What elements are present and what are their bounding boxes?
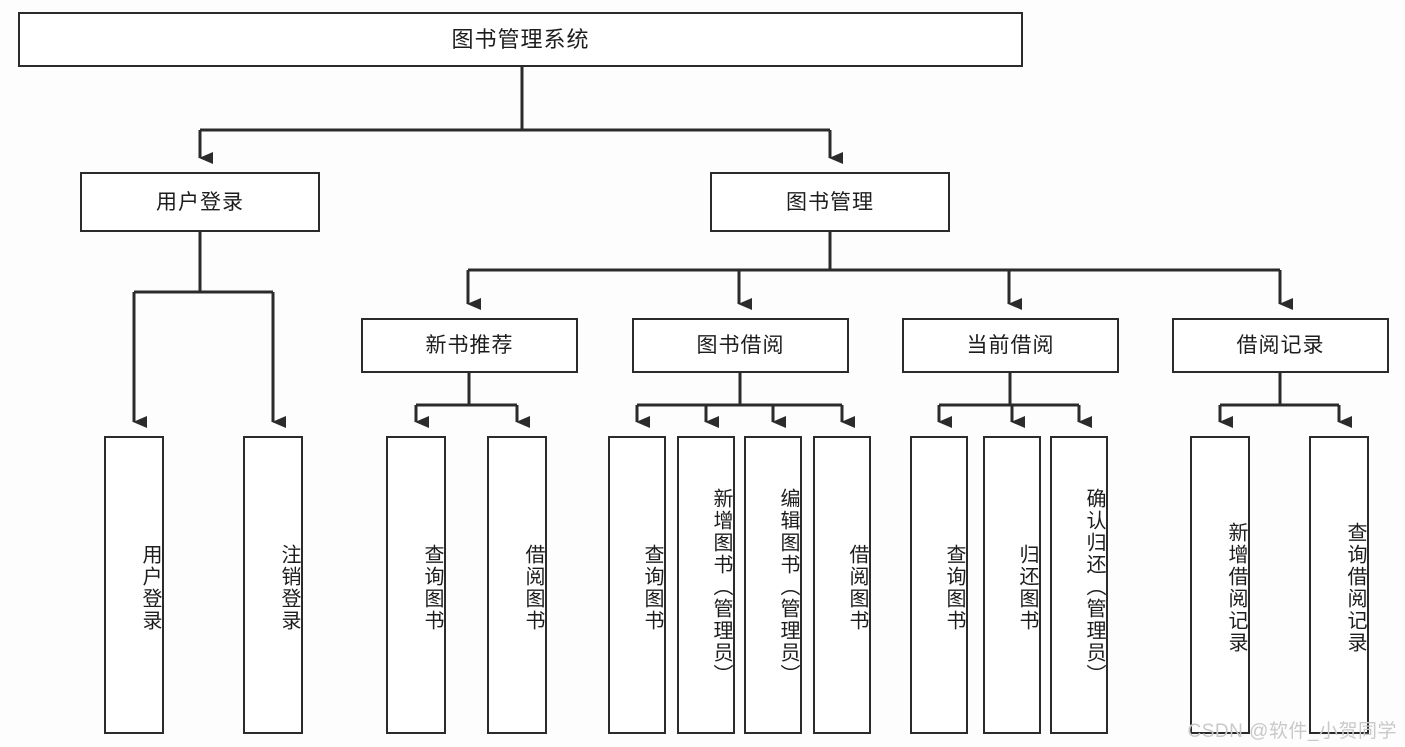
leaf-query-book[interactable]: 查询图书 [608,436,666,734]
leaf-add-book-admin[interactable]: 新增图书（管理员） [677,436,735,734]
leaf-confirm-return-admin[interactable]: 确认归还（管理员） [1050,436,1108,734]
csdn-watermark: CSDN @软件_小贺同学 [1187,721,1397,742]
leaf-borrow-book[interactable]: 借阅图书 [813,436,871,734]
node-borrow-record[interactable]: 借阅记录 [1172,318,1389,373]
leaf-add-borrow-record[interactable]: 新增借阅记录 [1190,436,1250,734]
leaf-return-book[interactable]: 归还图书 [983,436,1041,734]
node-new-book-recommend[interactable]: 新书推荐 [361,318,578,373]
node-book-management[interactable]: 图书管理 [710,172,950,232]
leaf-query-book-current[interactable]: 查询图书 [910,436,968,734]
node-user-login[interactable]: 用户登录 [80,172,320,232]
node-root-system[interactable]: 图书管理系统 [18,12,1023,67]
leaf-edit-book-admin[interactable]: 编辑图书（管理员） [744,436,802,734]
node-current-borrow[interactable]: 当前借阅 [902,318,1119,373]
leaf-borrow-book-new[interactable]: 借阅图书 [487,436,547,734]
leaf-query-book-new[interactable]: 查询图书 [386,436,446,734]
leaf-user-logout[interactable]: 注销登录 [243,436,303,734]
leaf-query-borrow-record[interactable]: 查询借阅记录 [1309,436,1369,734]
node-book-borrow[interactable]: 图书借阅 [632,318,849,373]
leaf-user-login[interactable]: 用户登录 [104,436,164,734]
